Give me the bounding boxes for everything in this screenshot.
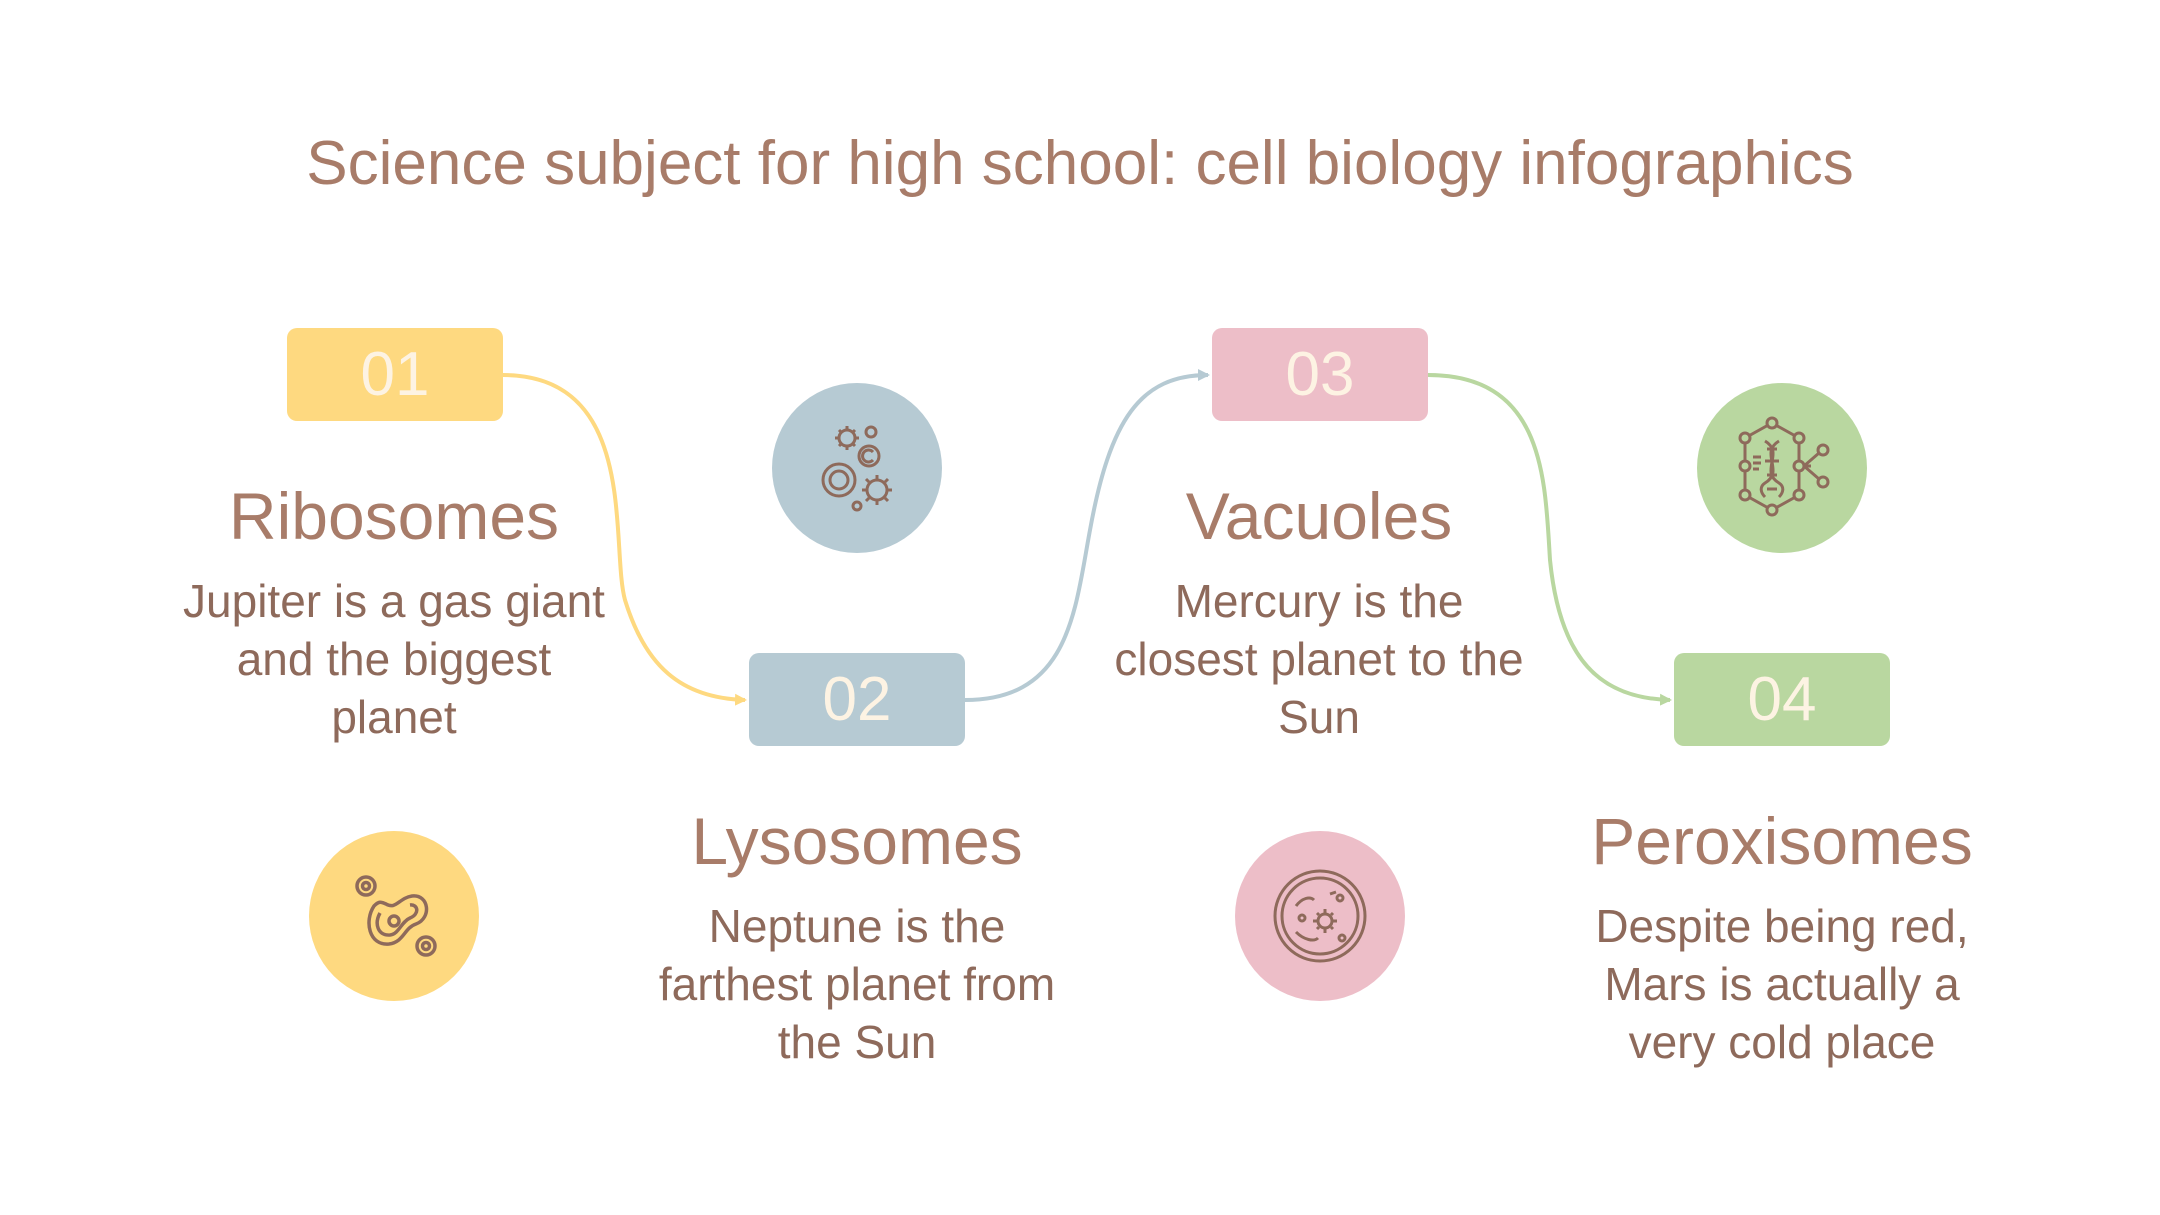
step-04-description: Despite being red, Mars is actually a ve… (1595, 900, 1969, 1068)
connector-03-04 (1427, 373, 1672, 706)
page-title: Science subject for high school: cell bi… (306, 129, 1854, 198)
cell-division-icon (309, 831, 479, 1001)
step-01-badge: 01 (287, 328, 503, 421)
step-02-badge: 02 (749, 653, 965, 746)
cell-microscope-icon (1235, 831, 1405, 1001)
step-03-description: Mercury is the closest planet to the Sun (1114, 575, 1524, 743)
dna-network-icon (1697, 383, 1867, 553)
step-03-badge: 03 (1212, 328, 1428, 421)
step-04-badge: 04 (1674, 653, 1890, 746)
step-04-heading: Peroxisomes (1591, 804, 1973, 878)
step-01-description: Jupiter is a gas giant and the biggest p… (183, 575, 605, 743)
step-03-heading: Vacuoles (1185, 479, 1453, 553)
connector-01-02 (502, 373, 747, 706)
step-02-heading: Lysosomes (691, 804, 1023, 878)
step-02-description: Neptune is the farthest planet from the … (658, 900, 1056, 1068)
step-01-heading: Ribosomes (228, 479, 560, 553)
microbes-icon (772, 383, 942, 553)
connector-02-03 (964, 369, 1210, 702)
